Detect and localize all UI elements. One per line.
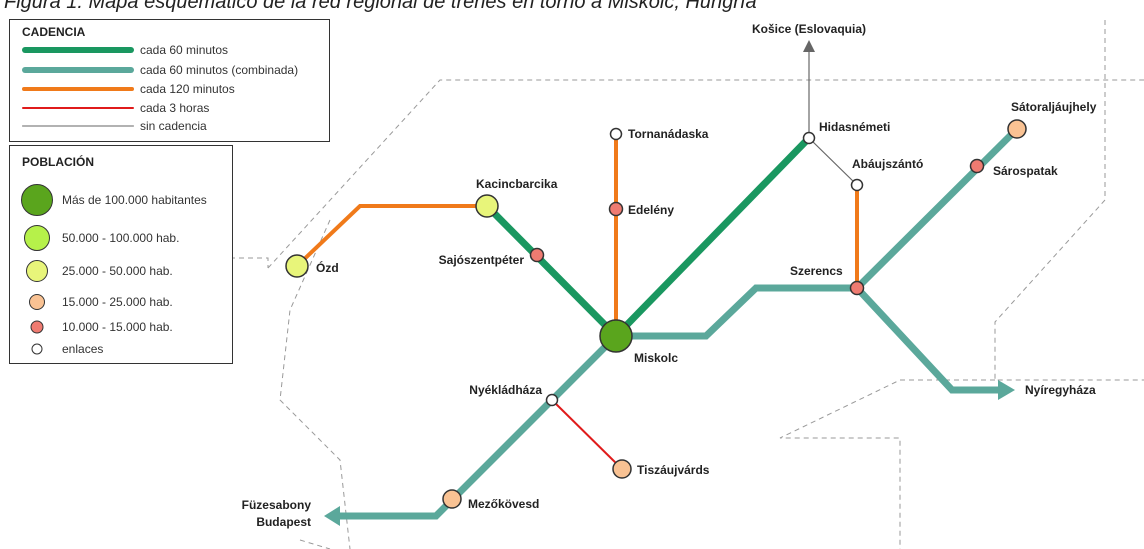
- label-budapest: Budapest: [256, 515, 311, 529]
- station-dot-nyekladhaza[interactable]: [545, 393, 559, 407]
- label-kazincbarcika: Kacincbarcika: [476, 177, 558, 191]
- line-no-cadence: [808, 50, 858, 186]
- legend-poblacion-item: Más de 100.000 habitantes: [10, 184, 232, 216]
- station-dot-szerencs[interactable]: [849, 280, 865, 296]
- legend-poblacion: POBLACIÓN Más de 100.000 habitantes 50.0…: [9, 145, 233, 364]
- line-combined-hourly: [336, 126, 1020, 520]
- legend-swatch-hourly: [22, 47, 134, 53]
- station-dot-abaujszanto[interactable]: [850, 178, 864, 192]
- label-edeleny: Edelény: [628, 203, 674, 217]
- line-two-hourly: [295, 134, 859, 336]
- arrow-kosice: [803, 40, 815, 52]
- legend-dot-25k: [26, 260, 48, 282]
- legend-cadencia-title: CADENCIA: [22, 25, 86, 39]
- label-hidasnemeti: Hidasnémeti: [819, 120, 890, 134]
- legend-dot-100k: [21, 184, 53, 216]
- legend-poblacion-item: 15.000 - 25.000 hab.: [10, 294, 232, 310]
- label-kosice: Košice (Eslovaquia): [752, 22, 866, 36]
- label-nyiregyhaza: Nyíregyháza: [1025, 383, 1096, 397]
- label-satoraljaujhely: Sátoraljáujhely: [1011, 100, 1097, 114]
- label-nyekladhaza: Nyékládháza: [469, 383, 542, 397]
- figure-caption: Figura 1. Mapa esquemático de la red reg…: [4, 0, 757, 13]
- station-dot-kazincbarcika[interactable]: [475, 194, 499, 218]
- legend-swatch-no-cadence: [22, 125, 134, 127]
- legend-dot-15k: [29, 294, 45, 310]
- label-sajoszentpeter: Sajószentpéter: [439, 253, 525, 267]
- legend-cadencia-item: sin cadencia: [10, 118, 329, 134]
- legend-poblacion-item: 25.000 - 50.000 hab.: [10, 260, 232, 282]
- label-szerencs: Szerencs: [790, 264, 843, 278]
- arrow-budapest: [324, 506, 340, 526]
- arrow-nyiregyhaza: [998, 380, 1015, 400]
- line-hourly: [484, 135, 812, 339]
- station-dot-ozd[interactable]: [285, 254, 309, 278]
- station-dot-sajoszentpeter[interactable]: [529, 247, 545, 263]
- label-tornanadaska: Tornanádaska: [628, 127, 709, 141]
- legend-cadencia-item: cada 120 minutos: [10, 81, 329, 97]
- label-mezokovesd: Mezőkövesd: [468, 497, 539, 511]
- legend-swatch-two-hourly: [22, 87, 134, 91]
- legend-swatch-three-hourly: [22, 107, 134, 109]
- line-three-hourly: [551, 399, 623, 470]
- station-dot-sarospatak[interactable]: [969, 158, 985, 174]
- station-dot-tiszaujvaros[interactable]: [612, 459, 632, 479]
- region-boundary: [230, 20, 1144, 549]
- label-sarospatak: Sárospatak: [993, 164, 1058, 178]
- legend-cadencia-item: cada 60 minutos (combinada): [10, 62, 329, 78]
- label-fuzesabony: Füzesabony: [242, 498, 312, 512]
- station-dot-hidasnemeti[interactable]: [802, 131, 816, 145]
- station-dot-tornanadaska[interactable]: [609, 127, 623, 141]
- label-ozd: Ózd: [316, 260, 339, 275]
- label-tiszaujvaros: Tiszáujvárds: [637, 463, 710, 477]
- station-dot-satoraljaujhely[interactable]: [1007, 119, 1027, 139]
- station-dot-miskolc[interactable]: [599, 319, 633, 353]
- legend-cadencia: CADENCIA cada 60 minutos cada 60 minutos…: [9, 19, 330, 142]
- label-abaujszanto: Abáujszántó: [852, 157, 923, 171]
- label-miskolc: Miskolc: [634, 351, 678, 365]
- legend-dot-50k: [24, 225, 50, 251]
- legend-dot-link: [31, 343, 43, 355]
- legend-poblacion-item: 10.000 - 15.000 hab.: [10, 319, 232, 335]
- station-dot-mezokovesd[interactable]: [442, 489, 462, 509]
- legend-poblacion-item: 50.000 - 100.000 hab.: [10, 225, 232, 251]
- legend-cadencia-item: cada 60 minutos: [10, 42, 329, 58]
- legend-dot-10k: [30, 320, 44, 334]
- legend-cadencia-item: cada 3 horas: [10, 100, 329, 116]
- legend-swatch-combined: [22, 67, 134, 73]
- legend-poblacion-title: POBLACIÓN: [22, 155, 94, 169]
- station-dot-edeleny[interactable]: [608, 201, 624, 217]
- legend-poblacion-item: enlaces: [10, 341, 232, 357]
